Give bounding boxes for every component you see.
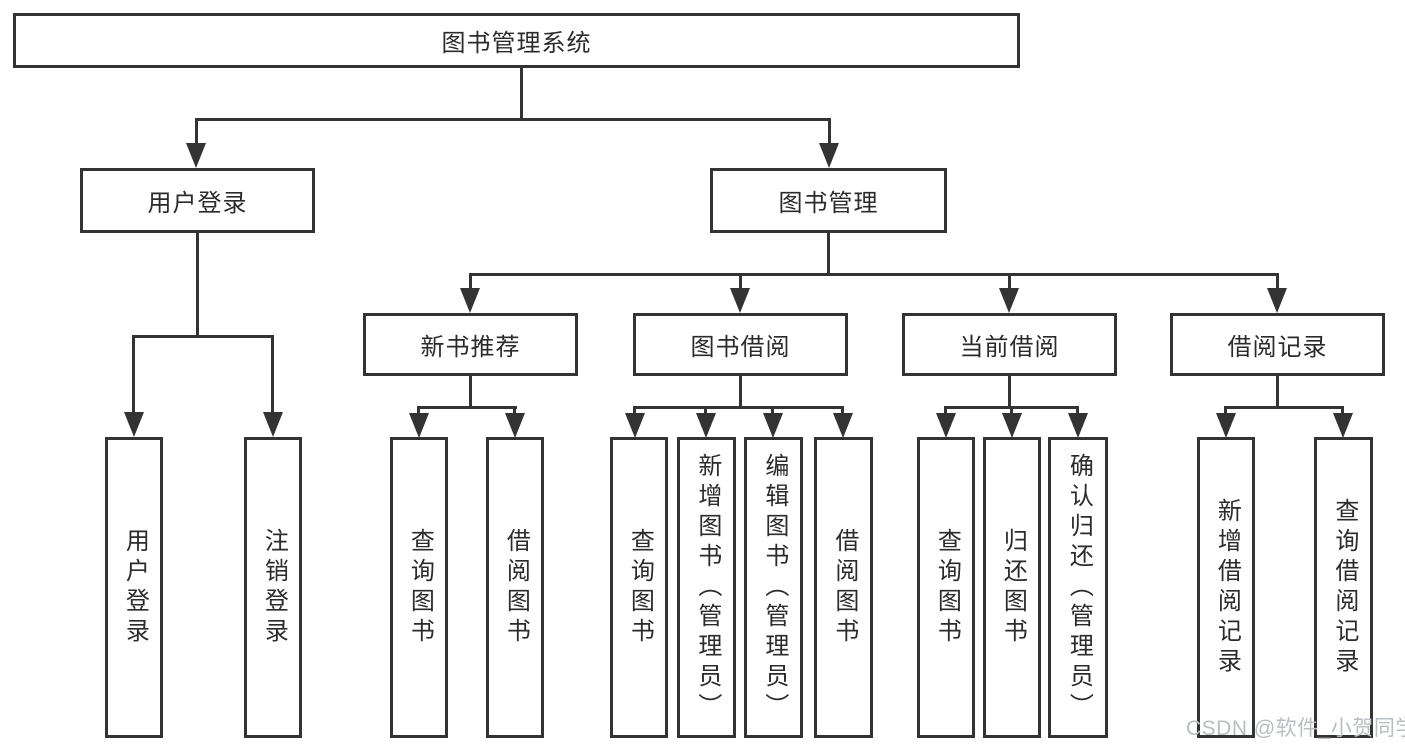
node-label: 查询图书	[626, 527, 654, 648]
connector-book-mgmt-bar	[469, 273, 1279, 276]
arrow-down-icon	[1333, 413, 1353, 438]
node-label: 借阅记录	[1227, 334, 1328, 361]
node-label: 图书借阅	[690, 334, 791, 361]
arrow-down-icon	[263, 412, 283, 437]
arrow-down-icon	[819, 143, 839, 168]
leaf-add-borrow-record: 新增借阅记录	[1197, 437, 1255, 738]
node-book-borrowing: 图书借阅	[633, 313, 848, 376]
arrow-down-icon	[1068, 413, 1088, 438]
arrow-down-icon	[124, 412, 144, 437]
node-borrowing-records: 借阅记录	[1170, 313, 1385, 376]
node-label: 确认归还（管理员）	[1065, 452, 1093, 723]
connector-drop	[417, 406, 420, 416]
connector-drop	[841, 406, 844, 416]
arrow-down-icon	[186, 143, 206, 168]
arrow-down-icon	[505, 413, 525, 438]
leaf-query-borrow-record: 查询借阅记录	[1314, 437, 1373, 738]
arrow-down-icon	[730, 288, 750, 313]
node-label: 注销登录	[260, 527, 288, 648]
node-label: 借阅图书	[830, 527, 858, 648]
leaf-query-books-recommend: 查询图书	[390, 437, 448, 738]
connector-stem	[739, 376, 742, 406]
node-label: 用户登录	[121, 527, 149, 648]
arrow-down-icon	[696, 413, 716, 438]
connector-drop	[1224, 406, 1227, 416]
node-current-borrowing: 当前借阅	[902, 313, 1117, 376]
connector-stem	[1276, 376, 1279, 406]
node-label: 新增图书（管理员）	[693, 452, 721, 723]
node-library-management-system: 图书管理系统	[13, 13, 1020, 68]
connector-drop	[271, 335, 274, 415]
connector-drop	[1276, 273, 1279, 291]
connector-drop	[633, 406, 636, 416]
leaf-query-books-borrowing: 查询图书	[610, 437, 668, 738]
connector-drop	[195, 118, 198, 145]
arrow-down-icon	[936, 413, 956, 438]
node-label: 用户登录	[147, 190, 248, 217]
connector-drop	[1008, 273, 1011, 291]
node-label: 查询图书	[933, 527, 961, 648]
leaf-logout: 注销登录	[244, 437, 302, 738]
leaf-borrow-books-borrowing: 借阅图书	[814, 437, 873, 738]
node-label: 查询借阅记录	[1330, 497, 1358, 678]
connector-drop	[1076, 406, 1079, 416]
connector-drop	[469, 273, 472, 291]
arrow-down-icon	[409, 413, 429, 438]
connector-drop	[1010, 406, 1013, 416]
arrow-down-icon	[999, 288, 1019, 313]
connector-user-login-stem	[196, 233, 199, 335]
node-label: 归还图书	[999, 527, 1027, 648]
leaf-user-login: 用户登录	[105, 437, 163, 738]
node-label: 新书推荐	[420, 334, 521, 361]
connector-bar	[417, 406, 517, 409]
leaf-borrow-books-recommend: 借阅图书	[486, 437, 544, 738]
node-label: 图书管理系统	[441, 30, 592, 57]
node-label: 编辑图书（管理员）	[760, 452, 788, 723]
connector-bar	[633, 406, 844, 409]
leaf-edit-book-admin: 编辑图书（管理员）	[744, 437, 803, 738]
arrow-down-icon	[1002, 413, 1022, 438]
connector-root-stem	[520, 68, 523, 118]
watermark: CSDN @软件_小贺同学	[1186, 717, 1405, 740]
node-new-book-recommendation: 新书推荐	[363, 313, 578, 376]
connector-drop	[828, 118, 831, 145]
node-label: 查询图书	[406, 527, 434, 648]
connector-drop	[513, 406, 516, 416]
connector-bar	[1224, 406, 1344, 409]
node-label: 新增借阅记录	[1213, 497, 1241, 678]
connector-user-login-bar	[132, 335, 274, 338]
arrow-down-icon	[1267, 288, 1287, 313]
node-label: 图书管理	[778, 190, 879, 217]
connector-drop	[739, 273, 742, 291]
arrow-down-icon	[1216, 413, 1236, 438]
connector-book-mgmt-stem	[827, 233, 830, 273]
connector-stem	[1008, 376, 1011, 406]
arrow-down-icon	[460, 288, 480, 313]
arrow-down-icon	[625, 413, 645, 438]
node-label: 当前借阅	[959, 334, 1060, 361]
connector-drop	[132, 335, 135, 415]
connector-drop	[771, 406, 774, 416]
leaf-confirm-return-admin: 确认归还（管理员）	[1048, 437, 1108, 738]
arrow-down-icon	[763, 413, 783, 438]
connector-drop	[944, 406, 947, 416]
connector-drop	[704, 406, 707, 416]
arrow-down-icon	[833, 413, 853, 438]
node-label: 借阅图书	[502, 527, 530, 648]
leaf-return-book: 归还图书	[983, 437, 1041, 738]
connector-root-bar	[195, 118, 831, 121]
connector-drop	[1341, 406, 1344, 416]
node-book-management: 图书管理	[710, 168, 947, 233]
leaf-query-books-current: 查询图书	[917, 437, 975, 738]
leaf-add-book-admin: 新增图书（管理员）	[677, 437, 736, 738]
node-user-login: 用户登录	[80, 168, 315, 233]
connector-stem	[469, 376, 472, 406]
